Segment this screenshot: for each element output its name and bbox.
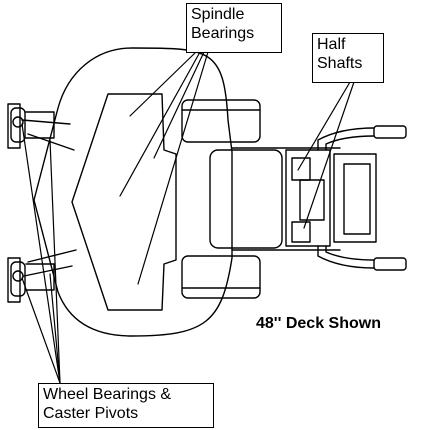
mower-deck [33,47,233,337]
spindle-plate [71,93,177,311]
front-caster-top [7,103,26,149]
spindle-bearings-line-1: Spindle [191,6,245,23]
front-caster-bottom [7,257,26,303]
spindle-bearings-callout: Spindle Bearings [186,3,282,53]
seat [209,149,283,249]
spindle-bearings-line-2: Bearings [191,25,255,42]
caster-bracket-top [25,111,55,139]
wheel-bearings-line-1: Wheel Bearings & [43,386,172,403]
chassis-frame [231,147,341,251]
rear-wheel-bottom [181,255,261,299]
half-shafts-line-2: Shafts [317,55,363,72]
deck-caption: 48'' Deck Shown [256,315,381,332]
leader-lines [21,51,355,384]
wheel-bearings-callout: Wheel Bearings & Caster Pivots [38,383,214,428]
caster-arms [21,119,77,277]
half-shafts-line-1: Half [317,36,346,53]
transmission-module [285,149,331,247]
wheel-bearings-line-2: Caster Pivots [43,405,139,422]
half-shafts-callout: Half Shafts [312,33,384,83]
control-handles [317,125,407,271]
caster-bracket-bottom [25,263,55,291]
engine [333,153,377,243]
rear-wheel-top [181,99,261,143]
